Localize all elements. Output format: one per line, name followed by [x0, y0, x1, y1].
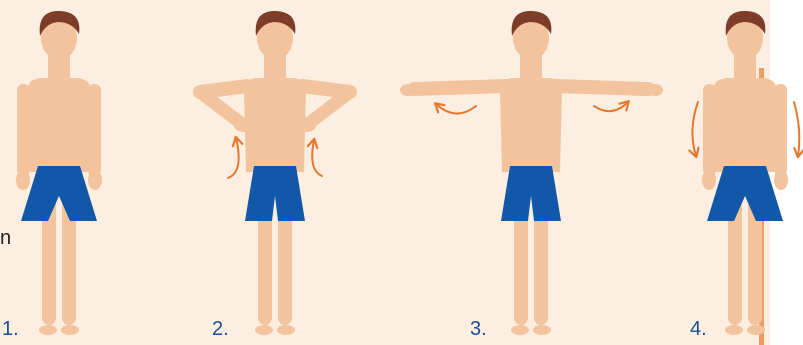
downward-arrow-right [794, 102, 799, 156]
step-number-2: 2. [212, 319, 229, 339]
step-number-3: 3. [470, 319, 487, 339]
step-number-1: 1. [2, 319, 19, 339]
background-panel [0, 0, 770, 345]
cut-off-text: n [0, 228, 11, 248]
step-number-4: 4. [690, 319, 707, 339]
